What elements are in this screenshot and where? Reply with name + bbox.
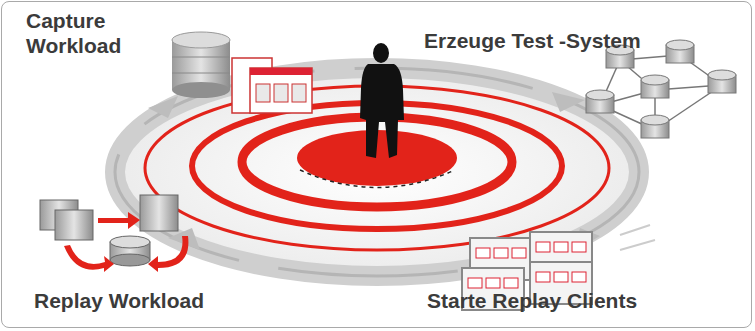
replay-servers (40, 195, 178, 266)
stage-label: Capture Workload (26, 8, 136, 58)
stage-label: Starte Replay Clients (427, 288, 637, 313)
replay-arrows (64, 212, 188, 272)
test-system-databases (586, 40, 736, 138)
stage-label: Erzeuge Test -System (424, 28, 641, 53)
capture-database-icon (172, 32, 312, 113)
stage-label: Replay Workload (34, 288, 204, 313)
person-silhouette (360, 43, 404, 158)
